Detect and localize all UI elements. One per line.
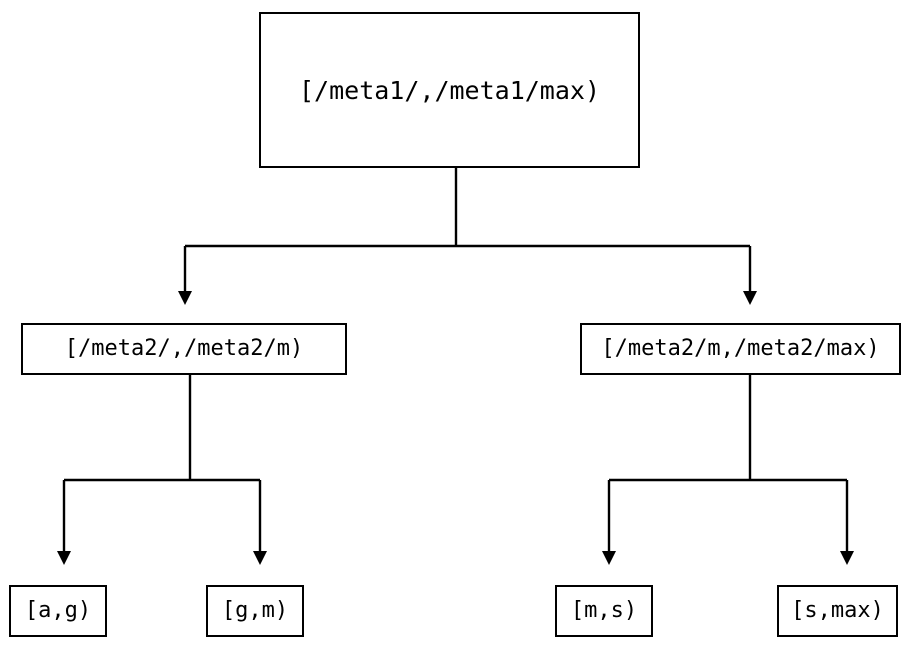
arrowhead-icon [178,291,192,305]
edge-root-to-meta2-low [178,168,750,305]
arrowhead-icon [602,551,616,565]
node-leaf-m-s-label: [m,s) [570,598,638,623]
node-leaf-g-m[interactable]: [g,m) [206,585,304,637]
node-leaf-s-max[interactable]: [s,max) [777,585,898,637]
arrowhead-icon [743,291,757,305]
edge-meta2-high-to-leaf-smax [840,480,854,565]
node-meta2-low-label: [/meta2/,/meta2/m) [64,336,304,361]
arrowhead-icon [840,551,854,565]
edge-meta2-high-to-leaf-ms [602,375,847,565]
arrowhead-icon [253,551,267,565]
edge-root-to-meta2-high [743,246,757,305]
node-leaf-m-s[interactable]: [m,s) [555,585,653,637]
node-meta2-low-range[interactable]: [/meta2/,/meta2/m) [21,323,347,375]
node-meta2-high-range[interactable]: [/meta2/m,/meta2/max) [580,323,901,375]
node-leaf-a-g-label: [a,g) [24,598,92,623]
edge-meta2-low-to-leaf-gm [253,480,267,565]
edge-meta2-low-to-leaf-ag [57,375,260,565]
node-leaf-a-g[interactable]: [a,g) [9,585,107,637]
node-root-meta1-range[interactable]: [/meta1/,/meta1/max) [259,12,640,168]
arrowhead-icon [57,551,71,565]
node-leaf-g-m-label: [g,m) [221,598,289,623]
node-root-label: [/meta1/,/meta1/max) [298,75,601,105]
node-meta2-high-label: [/meta2/m,/meta2/max) [601,336,880,361]
node-leaf-s-max-label: [s,max) [791,598,884,623]
